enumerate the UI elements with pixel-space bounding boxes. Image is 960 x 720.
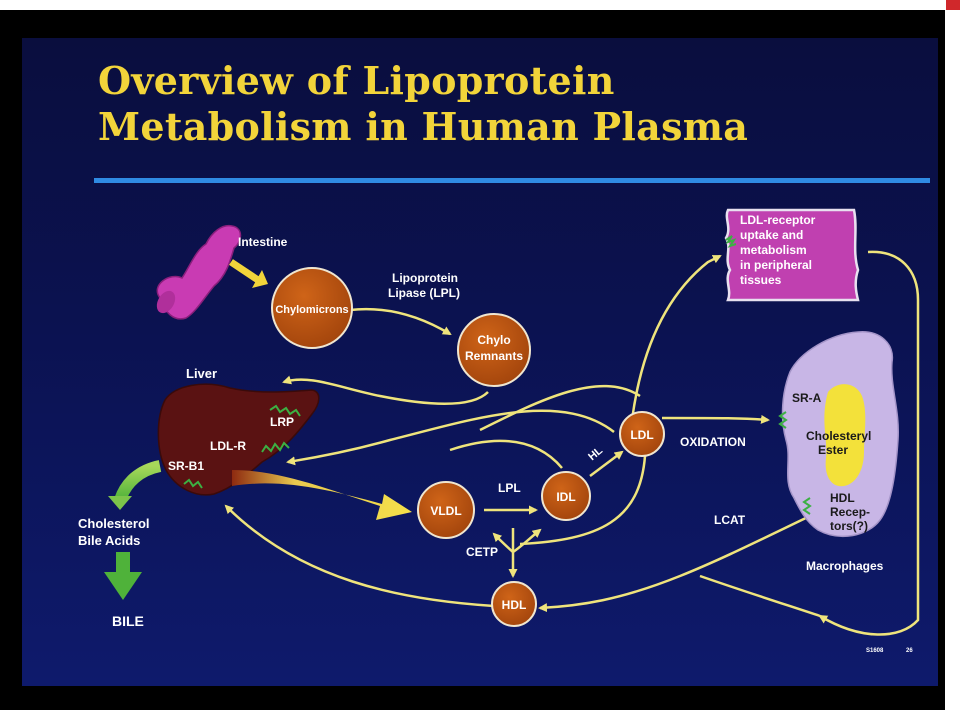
liver-label: Liver <box>186 366 217 381</box>
ldl-upper-return <box>479 384 641 432</box>
slide-title: Overview of Lipoprotein Metabolism in Hu… <box>98 58 748 150</box>
ldl-oxidation-arrow <box>661 414 770 424</box>
bile-acids-label: Bile Acids <box>78 533 140 548</box>
tissue-line-5: tissues <box>740 273 782 287</box>
ldl-node <box>619 411 665 457</box>
bile-curve-arrow <box>114 460 162 503</box>
cetp-to-vldl-arrow <box>492 532 514 553</box>
intestine-label: Intestine <box>238 235 288 249</box>
macrophages-label: Macrophages <box>806 559 884 573</box>
title-line-2: Metabolism in Human Plasma <box>98 104 749 149</box>
title-line-1: Overview of Lipoprotein <box>98 58 615 103</box>
idl-return-arrow <box>449 439 563 469</box>
idl-node <box>541 471 591 521</box>
slide-code: S1608 <box>866 648 884 654</box>
ldl-to-tissue-arrow <box>630 254 722 421</box>
sr-a-label: SR-A <box>792 391 822 405</box>
bile-curve-arrowhead <box>108 496 132 510</box>
sr-b1-label: SR-B1 <box>168 459 204 473</box>
chylo-remnants-line-2: Remnants <box>465 349 523 363</box>
lcat-to-hdl-arrow <box>538 514 811 613</box>
ldl-to-liver-arrow <box>286 409 615 466</box>
bile-label: BILE <box>112 613 144 629</box>
ester-line-1: Cholesteryl <box>806 429 871 443</box>
tissue-line-1: LDL-receptor <box>740 213 816 227</box>
hdl-receptor-line-3: tors(?) <box>830 519 868 533</box>
hdl-receptor-line-2: Recep- <box>830 505 870 519</box>
macrophage-cell <box>778 331 900 538</box>
intestine-shape <box>156 224 242 320</box>
liver-to-vldl-arrow <box>232 470 412 520</box>
lpl-label-line-1: Lipoprotein <box>392 271 458 285</box>
ldl-r-label: LDL-R <box>210 439 246 453</box>
vldl-node <box>417 481 475 539</box>
remnant-to-liver-arrow <box>282 375 489 405</box>
lpl-label-line-2: Lipase (LPL) <box>388 286 460 300</box>
tissue-box <box>724 208 860 302</box>
vldl-label: VLDL <box>430 504 461 518</box>
cetp-label: CETP <box>466 545 498 559</box>
title-underline <box>94 178 930 183</box>
chylo-remnants-node <box>457 313 531 387</box>
idl-to-ldl-arrow <box>589 450 624 477</box>
macrophage-lower-arrow <box>699 574 821 618</box>
bile-down-shaft <box>116 552 130 576</box>
corner-accent <box>946 0 960 10</box>
ldl-label: LDL <box>630 428 653 442</box>
chylo-remnants-line-1: Chylo <box>477 333 510 347</box>
intestine-arrow <box>229 259 260 283</box>
hdl-receptor-line-1: HDL <box>830 491 855 505</box>
hdl-label: HDL <box>502 598 527 612</box>
idl-label: IDL <box>556 490 575 504</box>
lcat-label: LCAT <box>714 513 746 527</box>
slide-page-number: 26 <box>906 648 913 654</box>
chylomicrons-label: Chylomicrons <box>275 304 348 316</box>
chylomicrons-node <box>271 267 353 349</box>
tissue-line-3: metabolism <box>740 243 807 257</box>
cetp-to-idl-arrow <box>512 528 542 554</box>
bile-down-arrowhead <box>104 572 142 600</box>
hdl-to-liver-arrow <box>224 504 495 608</box>
intestine-arrowhead <box>252 270 268 288</box>
liver-shape <box>157 383 320 496</box>
oxidation-label: OXIDATION <box>680 435 746 449</box>
cholesterol-label: Cholesterol <box>78 516 150 531</box>
tissue-line-4: in peripheral <box>740 258 812 272</box>
hdl-node <box>491 581 537 627</box>
hl-label: HL <box>586 444 605 463</box>
tissue-to-hdl-arrow <box>818 250 920 636</box>
lrp-label: LRP <box>270 415 294 429</box>
ester-line-2: Ester <box>818 443 848 457</box>
chylo-to-remnant-arrow <box>349 307 452 336</box>
lpl-short-label: LPL <box>498 481 521 495</box>
ldl-to-cetp-arrow <box>519 455 647 546</box>
tissue-line-2: uptake and <box>740 228 803 242</box>
